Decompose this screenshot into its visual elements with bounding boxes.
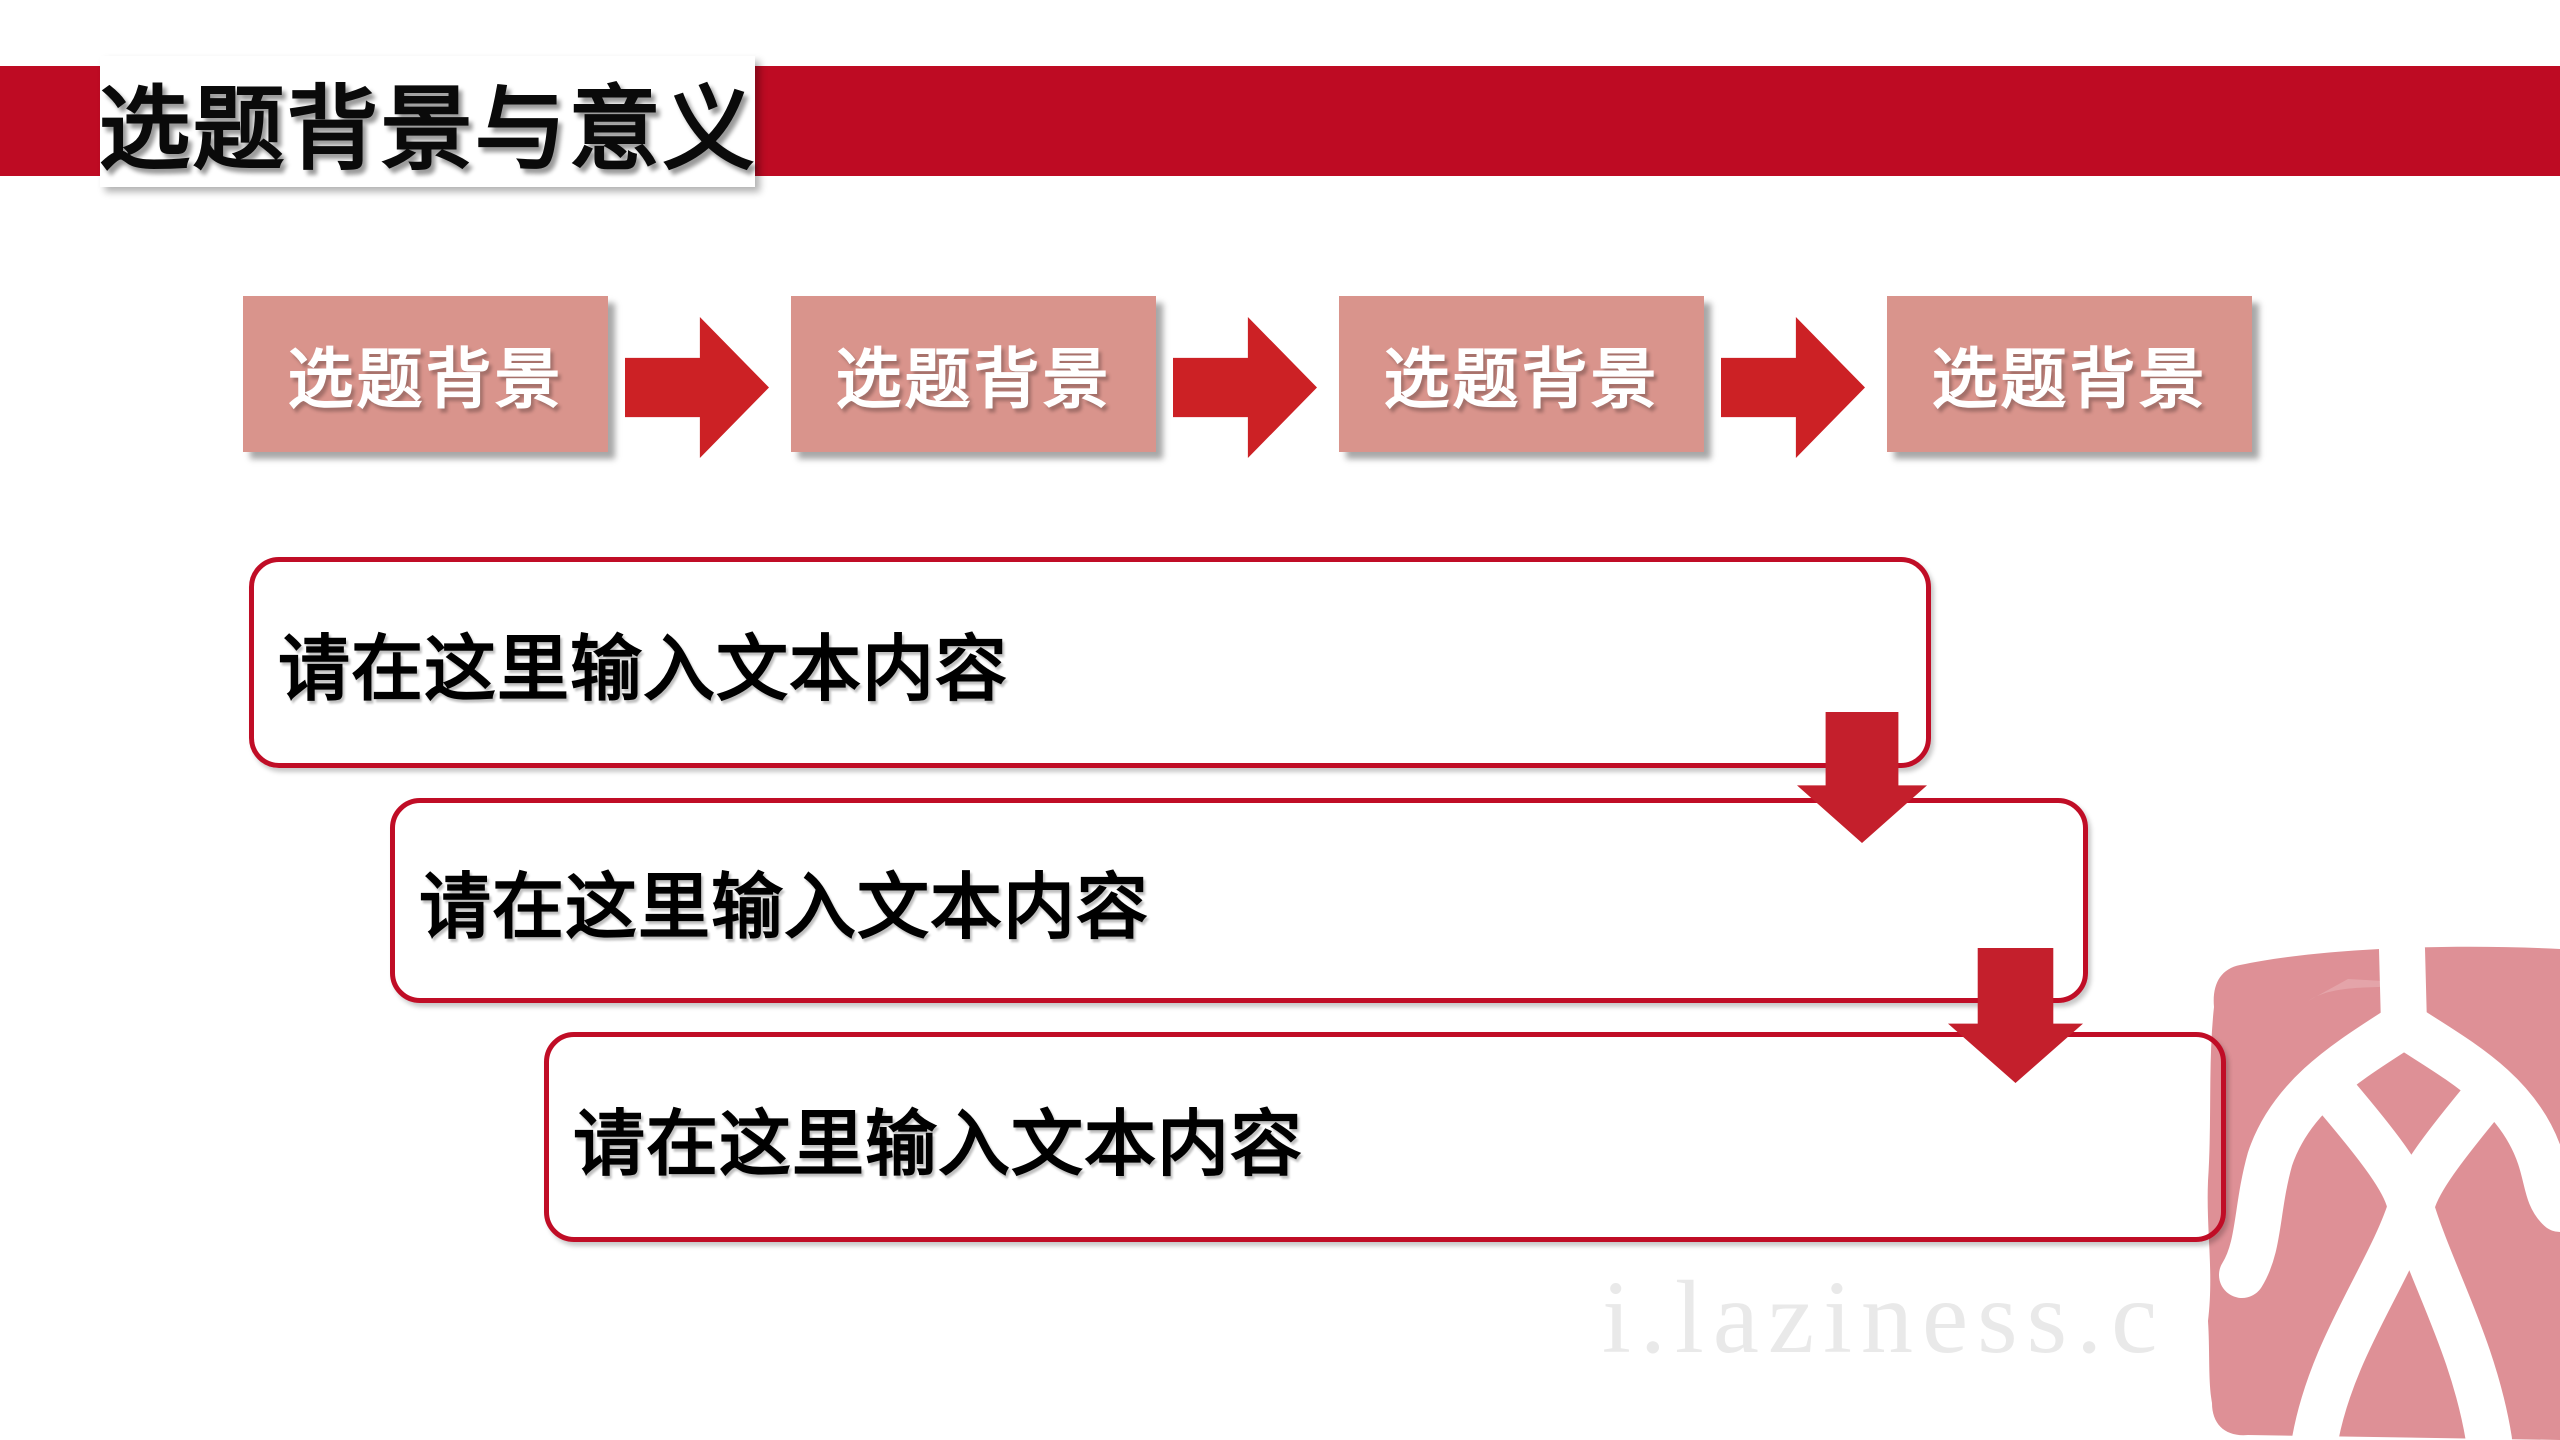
page-title: 选题背景与意义 [98,79,757,181]
watermark-text: i.laziness.c [1602,1260,2167,1375]
flow-step-2-label: 选题背景 [835,342,1112,416]
flow-step-2[interactable]: 选题背景 [791,296,1156,452]
content-box-3[interactable]: 请在这里输入文本内容 [544,1032,2226,1242]
flow-step-1[interactable]: 选题背景 [243,296,608,452]
flow-step-4[interactable]: 选题背景 [1887,296,2252,452]
arrow-right-icon [1721,317,1865,458]
flow-step-1-label: 选题背景 [287,342,564,416]
content-box-3-text: 请在这里输入文本内容 [573,1104,1304,1185]
content-box-1[interactable]: 请在这里输入文本内容 [249,557,1931,768]
content-box-2-text: 请在这里输入文本内容 [419,868,1150,948]
flow-step-3-label: 选题背景 [1383,342,1660,416]
content-box-1-text: 请在这里输入文本内容 [278,630,1009,710]
title-plate: 选题背景与意义 [98,56,757,187]
flow-step-4-label: 选题背景 [1931,342,2208,416]
flow-step-3[interactable]: 选题背景 [1339,296,1704,452]
seal-stamp-image [2207,941,2560,1440]
content-box-2[interactable]: 请在这里输入文本内容 [390,798,2088,1003]
arrow-right-icon [1173,317,1317,458]
arrow-right-icon [625,317,769,458]
